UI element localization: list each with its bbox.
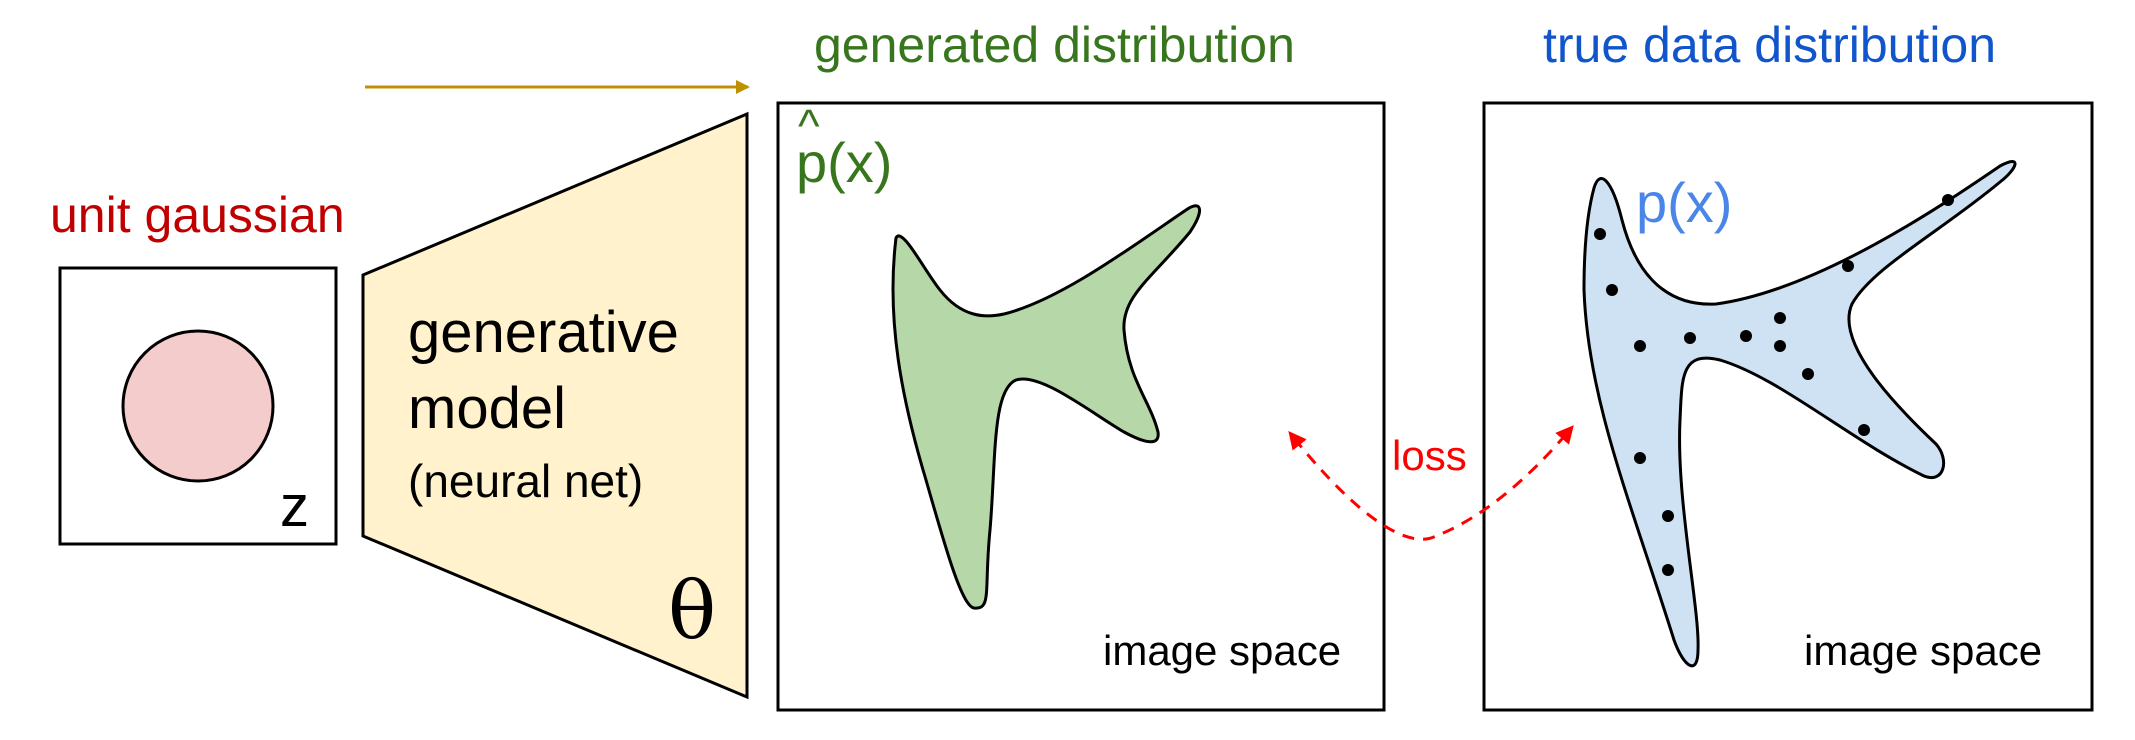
data-point — [1684, 332, 1696, 344]
loss-label: loss — [1392, 432, 1467, 479]
data-point — [1858, 424, 1870, 436]
p-x-label: p(x) — [1636, 171, 1732, 234]
generated-distribution-title: generated distribution — [814, 17, 1295, 73]
generative-label: generative — [408, 300, 679, 365]
true-image-space-box — [1482, 101, 2094, 712]
generated-image-space-box — [776, 101, 1386, 712]
data-point — [1942, 194, 1954, 206]
p-hat-letter: p(x) — [796, 131, 892, 194]
data-point — [1802, 368, 1814, 380]
unit-gaussian-label: unit gaussian — [50, 187, 345, 243]
data-point — [1774, 312, 1786, 324]
p-hat-arg: (x) — [827, 131, 892, 194]
true-distribution-shape — [1582, 160, 2017, 668]
true-data-distribution-title: true data distribution — [1543, 17, 1996, 73]
data-point — [1842, 260, 1854, 272]
data-samples — [1594, 194, 1954, 576]
p-hat-caret: ^ — [798, 100, 820, 152]
data-point — [1774, 340, 1786, 352]
data-point — [1594, 228, 1606, 240]
gaussian-circle — [121, 329, 275, 483]
image-space-left-label: image space — [1103, 627, 1341, 674]
image-space-right-label: image space — [1804, 627, 2042, 674]
data-point — [1606, 284, 1618, 296]
data-point — [1662, 510, 1674, 522]
data-point — [1634, 452, 1646, 464]
model-label: model — [408, 376, 566, 441]
neural-net-label: (neural net) — [408, 455, 643, 507]
theta-symbol: θ — [668, 564, 716, 657]
p-hat-p: p — [796, 131, 827, 194]
generative-model-trapezoid — [361, 111, 749, 700]
loss-arrow — [1288, 425, 1574, 541]
data-point — [1740, 330, 1752, 342]
latent-z-label: z — [280, 474, 309, 539]
data-point — [1634, 340, 1646, 352]
generated-distribution-shape — [891, 204, 1201, 610]
data-point — [1662, 564, 1674, 576]
